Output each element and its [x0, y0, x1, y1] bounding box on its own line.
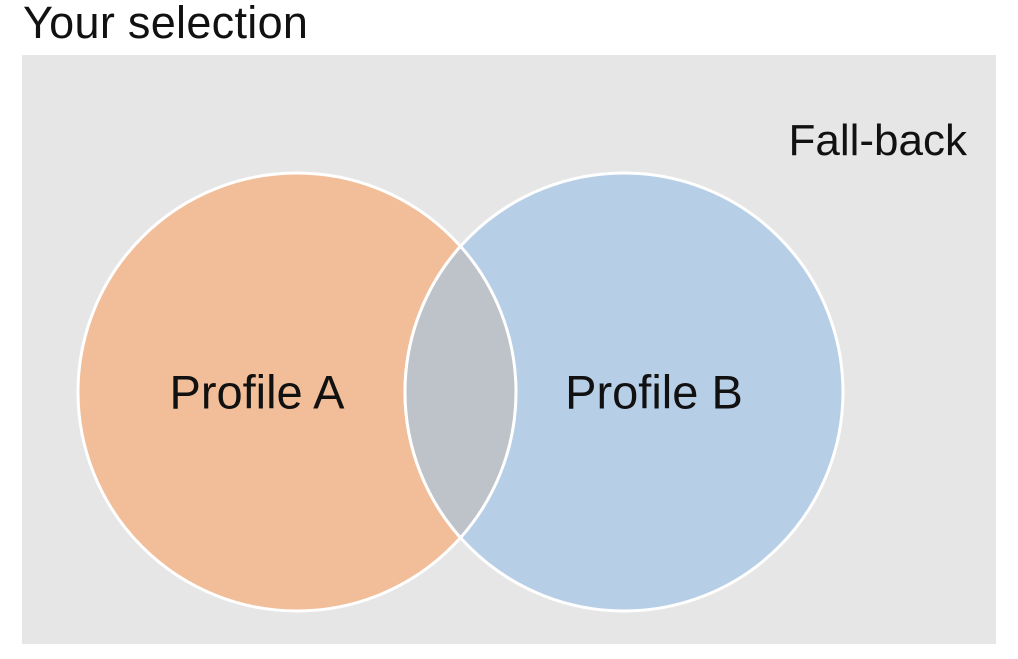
- selection-panel: Profile A Profile B Fall-back: [22, 55, 996, 644]
- profile-a-label: Profile A: [169, 366, 345, 419]
- venn-diagram: Profile A Profile B Fall-back: [76, 116, 968, 613]
- overlap-region[interactable]: [403, 244, 518, 540]
- profile-b-label: Profile B: [565, 366, 743, 419]
- fallback-label: Fall-back: [789, 116, 968, 165]
- page-title: Your selection: [23, 0, 309, 48]
